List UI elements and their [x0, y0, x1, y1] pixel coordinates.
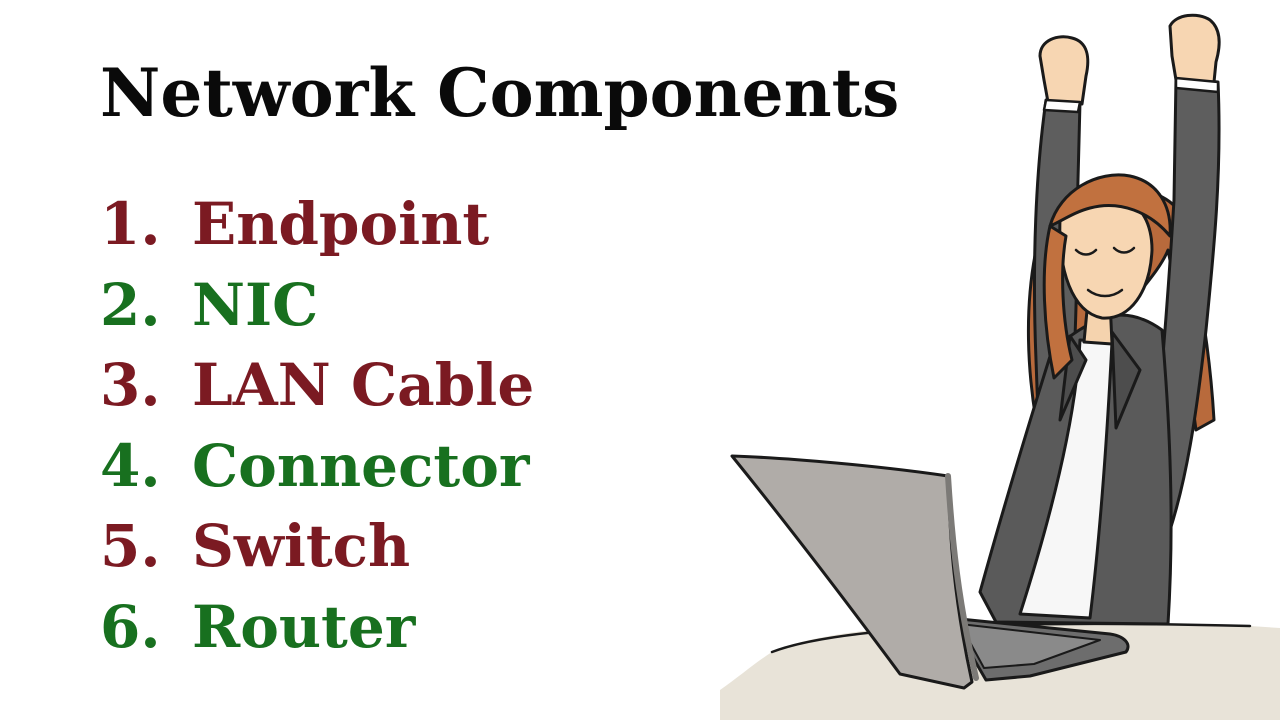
eye-left: [1074, 248, 1098, 256]
laptop-keyboard: [959, 623, 1101, 669]
laptop-screen: [730, 454, 974, 690]
list-item-label: NIC: [192, 270, 319, 339]
list-item: 5. Switch: [100, 506, 534, 587]
left-fist: [1038, 35, 1090, 106]
list-item-number: 4.: [100, 431, 161, 500]
shirt: [1018, 338, 1114, 620]
list-item: 3. LAN Cable: [100, 345, 534, 426]
laptop-screen-edge: [945, 473, 979, 681]
list-item: 2. NIC: [100, 265, 534, 346]
right-fist: [1168, 13, 1221, 84]
list-item-label: Switch: [192, 512, 411, 580]
list-item-number: 2.: [100, 270, 161, 339]
hair-front: [1048, 173, 1172, 238]
hair-side: [1042, 224, 1074, 380]
list-item-label: Connector: [192, 431, 530, 500]
list-item-number: 1.: [100, 190, 161, 258]
list-item-number: 6.: [100, 592, 161, 661]
list-item-number: 3.: [100, 351, 161, 419]
list-item-label: LAN Cable: [192, 351, 535, 419]
components-list: 1. Endpoint 2. NIC 3. LAN Cable 4. Connector…: [100, 184, 534, 667]
smile: [1086, 288, 1124, 298]
woman-celebrating-at-laptop-illustration: [720, 13, 1280, 720]
list-item: 4. Connector: [100, 426, 534, 507]
list-item-label: Router: [192, 592, 416, 661]
list-item: 6. Router: [100, 587, 534, 668]
list-item-number: 5.: [100, 512, 161, 580]
list-item-label: Endpoint: [192, 190, 490, 258]
right-cuff: [1174, 76, 1220, 94]
list-item: 1. Endpoint: [100, 184, 534, 265]
eye-right: [1112, 246, 1136, 254]
page-title: Network Components: [100, 54, 900, 132]
lapel-right: [1110, 330, 1142, 430]
left-cuff: [1042, 98, 1082, 114]
lapel-left: [1058, 334, 1088, 422]
